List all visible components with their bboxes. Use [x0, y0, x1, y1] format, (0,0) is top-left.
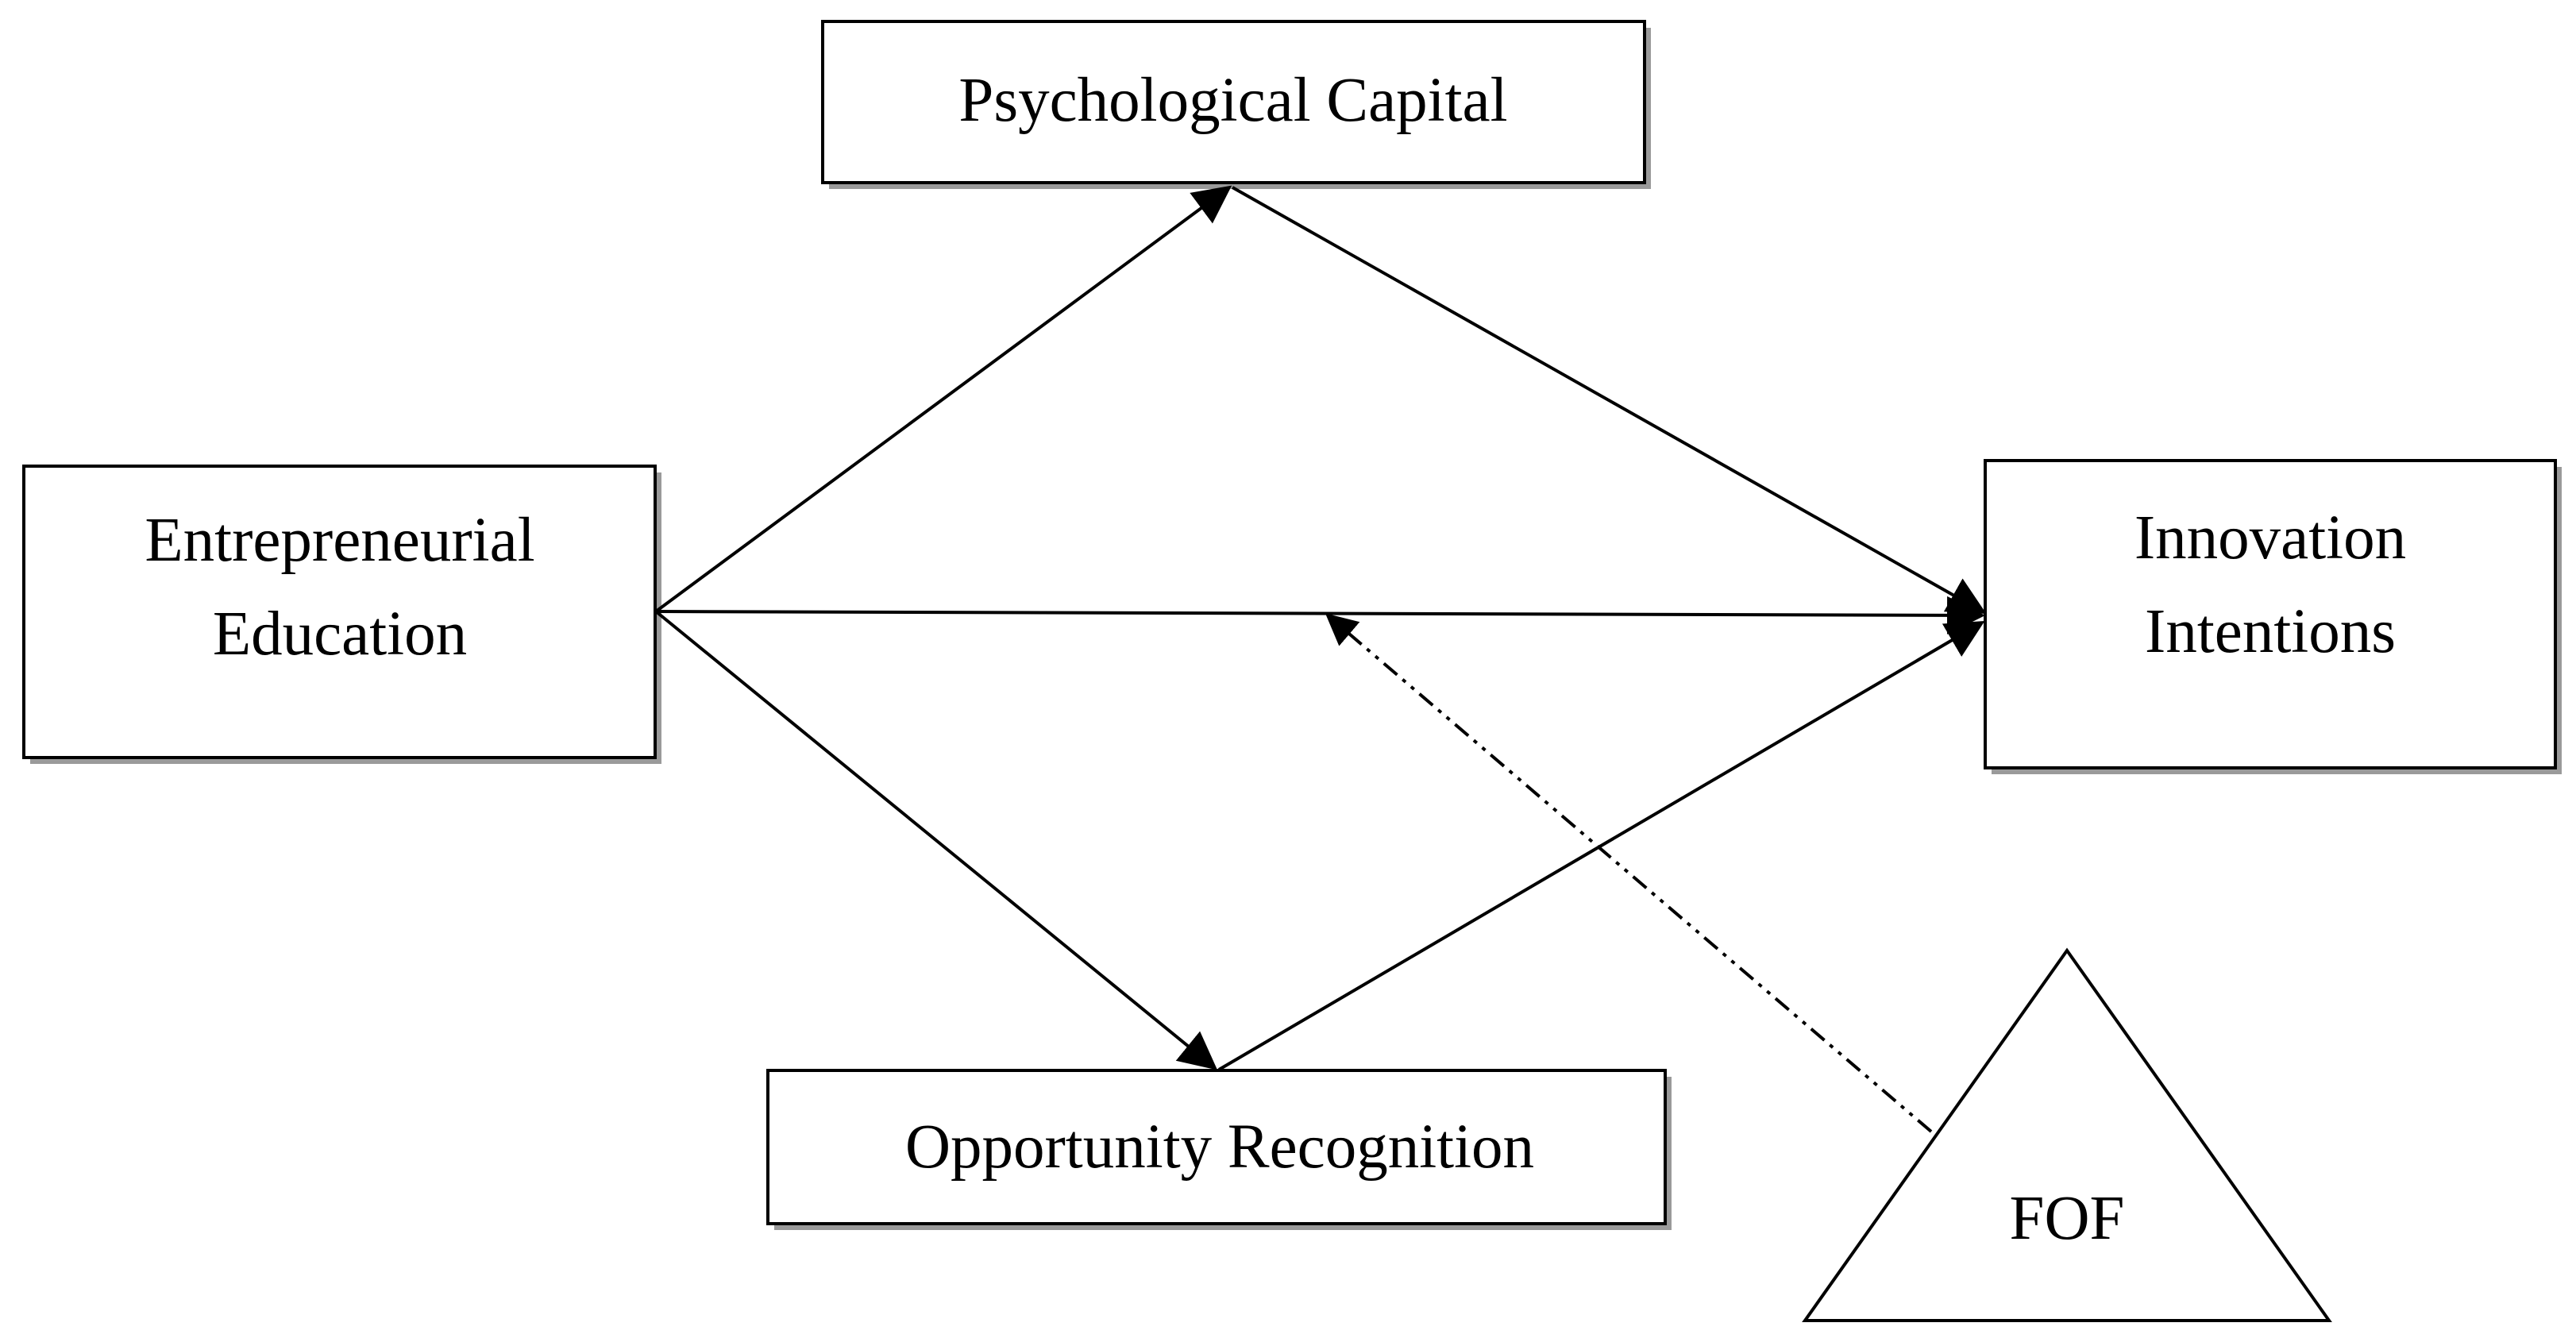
- edge-fof-moderation: [1325, 613, 1933, 1133]
- node-psychological-capital: Psychological Capital: [821, 20, 1651, 189]
- edge-education-to-psychological-capital: [654, 185, 1232, 613]
- node-fof-label: FOF: [2010, 1184, 2125, 1253]
- node-entrepreneurial-education-line2: Education: [213, 600, 467, 669]
- node-fof: FOF: [1802, 947, 2332, 1322]
- edge-opportunity-recognition-to-innovation: [1217, 620, 1985, 1071]
- node-innovation-intentions: Innovation Intentions: [1984, 459, 2562, 774]
- node-opportunity-recognition-label: Opportunity Recognition: [905, 1113, 1534, 1182]
- node-innovation-intentions-line1: Innovation: [2134, 503, 2406, 573]
- edge-education-to-opportunity-recognition: [654, 610, 1218, 1070]
- edge-psychological-capital-to-innovation: [1232, 186, 1987, 614]
- node-innovation-intentions-line2: Intentions: [2145, 597, 2396, 666]
- node-entrepreneurial-education: Entrepreneurial Education: [22, 465, 661, 764]
- node-opportunity-recognition: Opportunity Recognition: [766, 1069, 1672, 1230]
- edge-education-to-innovation: [655, 596, 1985, 634]
- node-psychological-capital-label: Psychological Capital: [958, 66, 1507, 135]
- node-entrepreneurial-education-line1: Entrepreneurial: [145, 506, 534, 575]
